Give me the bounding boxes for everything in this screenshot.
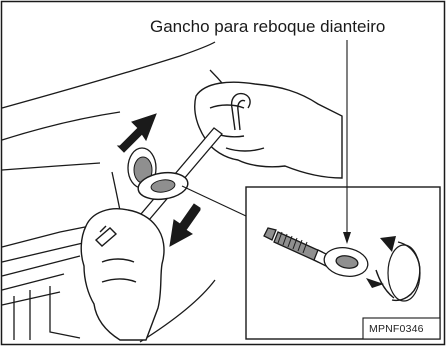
callout-arrow-icon <box>343 232 351 244</box>
wrench-handle <box>230 92 251 131</box>
tow-eye-ring <box>137 171 189 201</box>
arrow-up-icon <box>116 113 157 153</box>
inset-box <box>245 186 441 340</box>
arrow-down-icon <box>169 203 201 247</box>
rotate-clockwise-icon <box>366 236 421 302</box>
tow-hook <box>263 227 369 277</box>
figure-code-box <box>362 317 441 340</box>
lower-hand <box>80 208 165 341</box>
detail-leader-line <box>181 185 247 217</box>
callout-label: Gancho para reboque dianteiro <box>150 17 386 36</box>
figure-code: MPNF0346 <box>369 323 424 335</box>
rotation-arrows <box>116 113 201 247</box>
